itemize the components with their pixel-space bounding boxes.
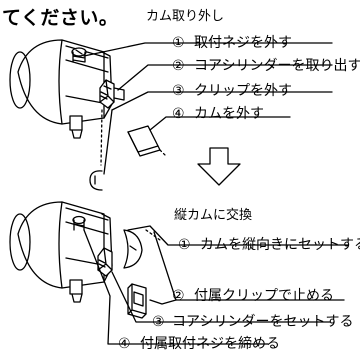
step-number: ①	[178, 237, 191, 253]
down-arrow-icon	[197, 147, 241, 186]
motor-reassembled	[9, 201, 113, 303]
step-number: ①	[172, 35, 185, 51]
step-number: ③	[152, 314, 165, 330]
step-text: 付属クリップで止める	[194, 288, 334, 304]
header-fragment: てください。	[2, 7, 119, 29]
step-number: ③	[172, 83, 185, 99]
step-number: ④	[172, 106, 185, 122]
step-text: コアシリンダーをセットする	[172, 314, 354, 330]
step-number: ②	[172, 58, 185, 74]
mounting-screw	[71, 47, 87, 63]
section-title-replace: 縦カムに交換	[174, 208, 253, 223]
step-text: 取付ネジを外す	[194, 35, 292, 51]
step-text: 付属取付ネジを締める	[140, 336, 280, 352]
clip-part	[89, 170, 103, 191]
vertical-cam	[123, 229, 143, 269]
step-text: コアシリンダーを取り出す	[194, 58, 360, 74]
leader-lines-2	[83, 225, 349, 345]
leader-lines-1	[83, 42, 333, 175]
step-number: ④	[118, 336, 131, 352]
clip-part-2	[127, 283, 147, 319]
cam-part	[127, 125, 161, 157]
core-cylinder	[99, 79, 125, 109]
step-text: カムを外す	[194, 106, 264, 122]
step-text: カムを縦向きにセットする	[200, 237, 360, 253]
motor-disassembled	[9, 39, 113, 139]
step-number: ②	[172, 288, 185, 304]
section-title-removal: カム取り外し	[146, 9, 225, 24]
step-text: クリップを外す	[194, 83, 292, 99]
mounting-screw-2	[72, 215, 86, 231]
